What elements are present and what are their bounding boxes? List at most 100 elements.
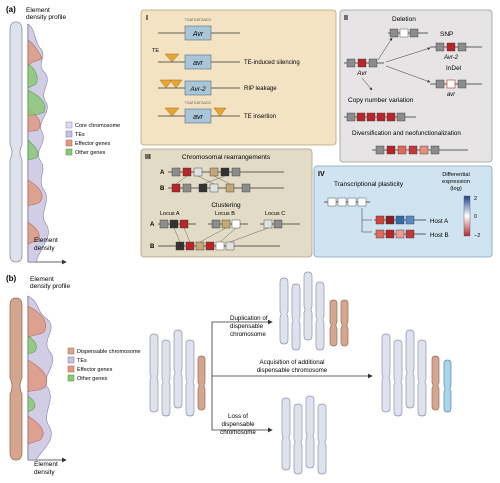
host-b-box-3 xyxy=(395,229,405,239)
rearr-link-4 xyxy=(202,175,226,185)
locus-a-box-2 xyxy=(169,219,179,229)
scale-min-label: −2 xyxy=(474,233,480,239)
b-legend-swatch-effector xyxy=(67,365,75,373)
panel-a-profile-title-2: density profile xyxy=(26,14,66,21)
cluster-b-box-4 xyxy=(205,241,215,251)
other-genes-density-profile xyxy=(27,63,46,161)
row-a-box-6 xyxy=(231,167,241,177)
row-a-box-1 xyxy=(171,167,181,177)
box-ii: II Deletion Avr SNP Avr-2 InDel avr Copy… xyxy=(339,9,493,163)
box-iii: III Chromosomal rearrangements A B Clust… xyxy=(140,148,313,258)
cluster-link-3 xyxy=(199,227,227,243)
cluster-b-box-5 xyxy=(215,241,225,251)
b-legend-other-genes: Other genes xyxy=(77,376,108,382)
loss-chromosome-3 xyxy=(305,395,315,469)
expr-title-3: (log) xyxy=(450,186,462,192)
locus-a-label: Locus A xyxy=(160,211,180,217)
arrow-to-indel xyxy=(385,65,431,83)
te-triangle-row4a xyxy=(164,107,180,117)
panel-a-axis-label-1: Element xyxy=(34,237,58,244)
dispensable-chromosome xyxy=(9,297,23,461)
arrow-duplication xyxy=(211,319,273,376)
source-chromosome-1 xyxy=(149,333,159,413)
snp-box-2 xyxy=(446,42,456,52)
cluster-link-5 xyxy=(229,227,269,243)
acq-chromosome-1 xyxy=(381,333,391,413)
avr-center-box-3 xyxy=(368,58,378,68)
deletion-box-1 xyxy=(389,28,399,38)
dup-dispensable-chromosome-1 xyxy=(329,299,338,347)
snp-box-3 xyxy=(457,42,467,52)
expr-title-1: Differential xyxy=(442,172,470,178)
div-box-4 xyxy=(408,145,418,155)
row-a-box-4 xyxy=(209,167,219,177)
host-b-box-1 xyxy=(375,229,385,239)
cluster-b-box-3 xyxy=(195,241,205,251)
avr-lower-label-row2: avr xyxy=(193,60,203,67)
te-triangle-row3a xyxy=(159,79,173,89)
row-b-box-1 xyxy=(171,183,181,193)
dup-chromosome-2 xyxy=(291,283,301,351)
legend-core-chromosome: Core chromosome xyxy=(75,123,120,129)
avr-lower-label-row4: avr xyxy=(193,114,203,121)
row-b-box-4 xyxy=(209,183,219,193)
host-b-box-4 xyxy=(405,229,415,239)
panel-a-label: (a) xyxy=(6,5,16,14)
rearr-link-1 xyxy=(175,175,188,185)
avr-center-label: Avr xyxy=(356,70,367,77)
rearr-link-2 xyxy=(197,175,215,185)
panel-b-label: (b) xyxy=(6,274,17,283)
cluster-b-box-2 xyxy=(185,241,195,251)
snp-box-1 xyxy=(435,42,445,52)
row-b-box-3 xyxy=(198,183,208,193)
avr-label-row1: Avr xyxy=(192,31,204,38)
avr-gene-row4 xyxy=(184,108,212,124)
host-a-label: Host A xyxy=(430,218,449,225)
panel-b: (b) Element density profile Dispensable … xyxy=(6,271,452,476)
locus-b-box-3 xyxy=(231,219,241,229)
legend-swatch-tes xyxy=(65,130,73,138)
panel-b-axis-label-2: density xyxy=(34,469,55,476)
source-chromosome-3 xyxy=(173,329,183,409)
host-b-label: Host B xyxy=(430,232,449,239)
base-box-3 xyxy=(347,197,357,207)
box-iv-background xyxy=(313,165,493,258)
cluster-link-4 xyxy=(219,227,237,243)
locus-c-box-1 xyxy=(263,219,273,229)
legend-swatch-effector xyxy=(65,139,73,147)
deletion-label: Deletion xyxy=(392,16,416,23)
row-a-box-5 xyxy=(220,167,230,177)
loss-label-2: dispensable xyxy=(221,421,255,428)
locus-c-label: Locus C xyxy=(265,211,285,217)
acq-chromosome-2 xyxy=(393,339,403,417)
avr-gene-row2 xyxy=(184,54,212,70)
box-ii-numeral: II xyxy=(344,15,348,22)
locus-a-box-1 xyxy=(159,219,169,229)
base-box-4 xyxy=(357,197,367,207)
base-box-1 xyxy=(327,197,337,207)
source-chromosome-4 xyxy=(185,339,195,417)
te-triangle-row2 xyxy=(164,53,180,63)
cnv-box-2 xyxy=(356,112,366,122)
locus-b-box-1 xyxy=(211,219,221,229)
duplication-label-2: dispensable xyxy=(230,323,264,330)
indel-label: InDel xyxy=(446,65,462,72)
row-b-label-top: B xyxy=(160,186,165,192)
te-insertion-label: TE insertion xyxy=(244,114,276,120)
loss-label-1: Loss of xyxy=(228,413,248,420)
row-a-label-bottom: A xyxy=(150,222,155,228)
arrow-to-deletion xyxy=(377,37,393,61)
div-box-2 xyxy=(386,145,396,155)
locus-c-box-2 xyxy=(273,219,283,229)
acquisition-label-2: dispensable chromosome xyxy=(257,367,328,374)
cluster-link-1 xyxy=(173,227,181,243)
source-chromosome-2 xyxy=(161,339,171,417)
host-a-box-2 xyxy=(385,215,395,225)
box-iv: IV Transcriptional plasticity Differenti… xyxy=(313,165,493,258)
duplication-label-1: Duplication of xyxy=(230,315,268,322)
expr-title-2: expression xyxy=(442,179,470,185)
te-induced-silencing-label: TE-induced silencing xyxy=(244,60,300,66)
plasticity-arrow-branch xyxy=(361,208,372,233)
